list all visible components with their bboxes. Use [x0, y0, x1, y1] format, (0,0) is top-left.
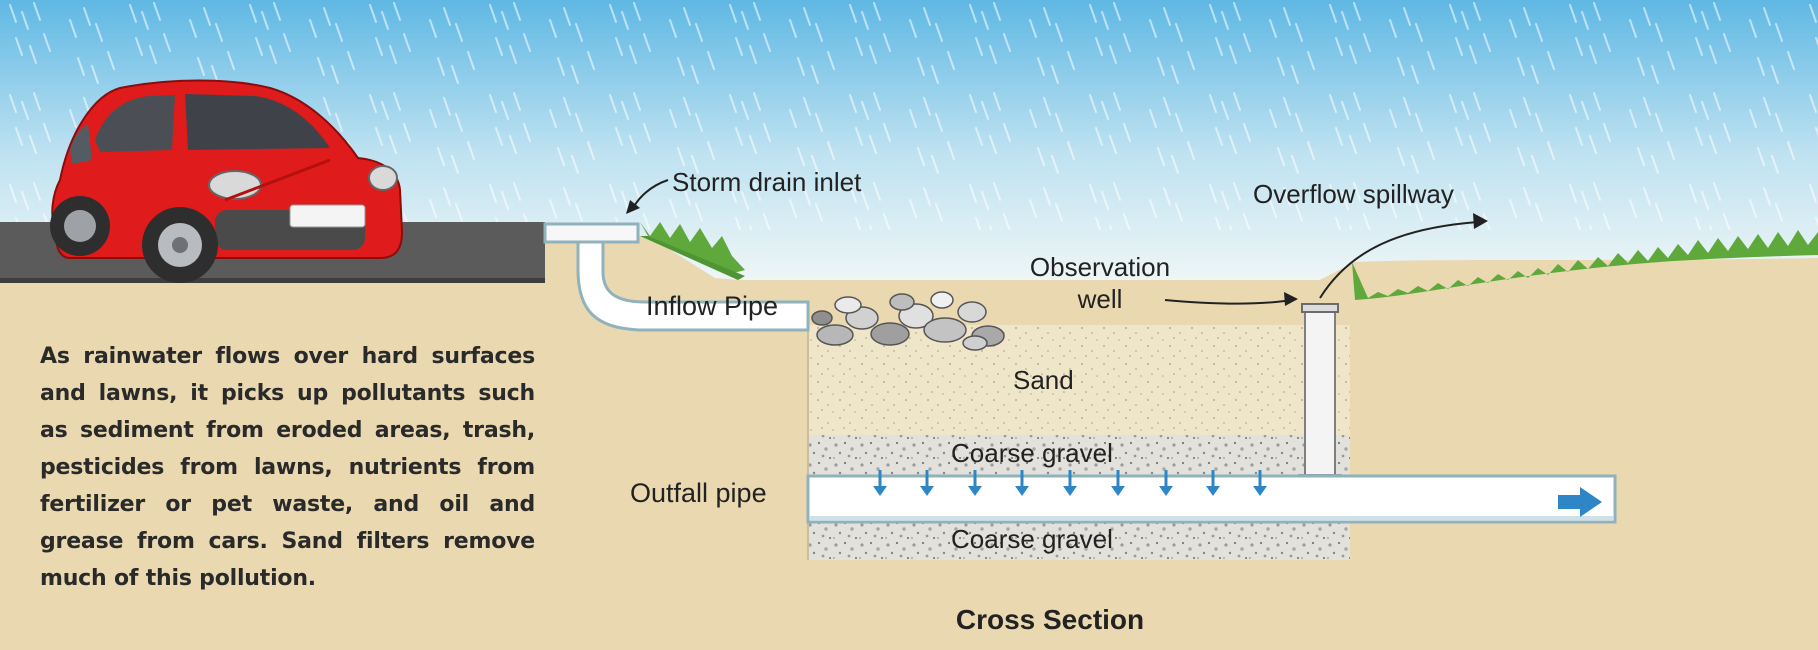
- observation-well-cap-icon: [1301, 303, 1339, 313]
- grass-right: [1352, 230, 1818, 300]
- coarse-gravel-top-layer: [808, 435, 1350, 475]
- outfall-pipe-icon: [806, 474, 1617, 524]
- outflow-arrow-icon: [1558, 487, 1602, 517]
- observation-well-arrowhead-icon: [1284, 292, 1298, 306]
- sand-label: Sand: [1013, 365, 1074, 395]
- overflow-spillway-label: Overflow spillway: [1253, 179, 1454, 209]
- storm-drain-arrowhead-icon: [626, 200, 640, 214]
- annotation-arrows: [626, 179, 1488, 306]
- grass-left: [640, 222, 745, 274]
- observation-well-arrow-icon: [1164, 299, 1293, 305]
- car-icon: [50, 79, 404, 283]
- flow-arrow-icon: [873, 470, 1267, 496]
- observation-well-icon: [1304, 306, 1336, 478]
- storm-drain-inlet-label: Storm drain inlet: [672, 167, 862, 197]
- overflow-spillway-arrowhead-icon: [1473, 213, 1488, 229]
- grass-left-slope: [640, 236, 745, 280]
- overflow-spillway-arrow-icon: [1319, 221, 1479, 299]
- storm-drain-grate-icon: [543, 222, 640, 244]
- river-stones-icon: [811, 291, 1005, 351]
- observation-well-label: Observation well: [1029, 252, 1171, 314]
- road-edge: [0, 278, 545, 283]
- coarse-gravel-top-label: Coarse gravel: [951, 438, 1113, 468]
- inflow-pipe-label: Inflow Pipe: [646, 291, 779, 321]
- description-text: As rainwater flows over hard surfaces an…: [40, 344, 535, 591]
- coarse-gravel-bottom-label: Coarse gravel: [951, 524, 1113, 554]
- inflow-pipe-icon: [543, 224, 810, 332]
- cross-section-caption: Cross Section: [955, 604, 1145, 635]
- outfall-pipe-label: Outfall pipe: [630, 478, 767, 508]
